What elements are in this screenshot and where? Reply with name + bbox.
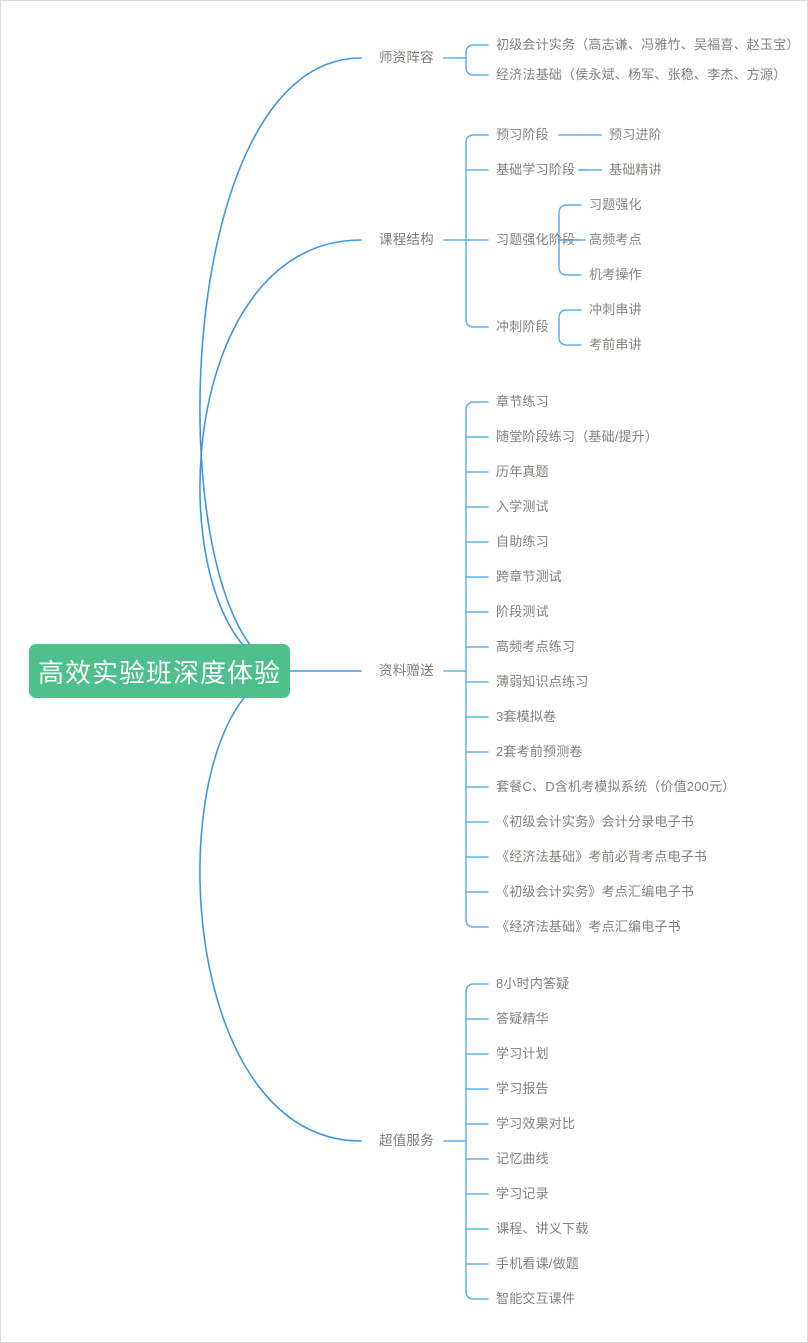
node-services-9[interactable]: 智能交互课件 [496, 1291, 576, 1306]
node-materials-10[interactable]: 2套考前预测卷 [496, 744, 583, 759]
node-teachers-0[interactable]: 初级会计实务（高志谦、冯雅竹、吴福喜、赵玉宝） [496, 37, 800, 52]
connector-line [199, 57, 362, 672]
node-materials-1[interactable]: 随堂阶段练习（基础/提升） [496, 429, 659, 444]
branch-label-teachers[interactable]: 师资阵容 [379, 50, 434, 65]
branch-label-materials[interactable]: 资料赠送 [379, 663, 434, 678]
connector-line [465, 401, 489, 928]
node-course-structure-3-1[interactable]: 考前串讲 [589, 337, 642, 352]
node-services-0[interactable]: 8小时内答疑 [496, 976, 570, 991]
node-course-structure-2-2[interactable]: 机考操作 [589, 267, 642, 282]
central-topic-node[interactable]: 高效实验班深度体验 [29, 644, 290, 698]
connector-line [558, 309, 582, 346]
node-materials-3[interactable]: 入学测试 [496, 499, 549, 514]
connector-line [465, 44, 489, 76]
node-services-8[interactable]: 手机看课/做题 [496, 1256, 580, 1271]
node-course-structure-0[interactable]: 预习阶段 [496, 127, 549, 142]
branch-label-course-structure[interactable]: 课程结构 [379, 232, 434, 247]
node-services-2[interactable]: 学习计划 [496, 1046, 549, 1061]
node-course-structure-2-0[interactable]: 习题强化 [589, 197, 642, 212]
node-materials-5[interactable]: 跨章节测试 [496, 569, 563, 584]
node-services-6[interactable]: 学习记录 [496, 1186, 549, 1201]
node-services-3[interactable]: 学习报告 [496, 1081, 549, 1096]
node-course-structure-2-1[interactable]: 高频考点 [589, 232, 642, 247]
node-services-5[interactable]: 记忆曲线 [496, 1151, 549, 1166]
connector-line [199, 239, 362, 672]
node-materials-6[interactable]: 阶段测试 [496, 604, 549, 619]
node-course-structure-1-0[interactable]: 基础精讲 [609, 162, 662, 177]
node-materials-9[interactable]: 3套模拟卷 [496, 709, 557, 724]
connector-line [199, 670, 362, 1142]
node-materials-8[interactable]: 薄弱知识点练习 [496, 674, 589, 689]
node-materials-15[interactable]: 《经济法基础》考点汇编电子书 [496, 919, 681, 934]
branch-label-services[interactable]: 超值服务 [379, 1133, 434, 1148]
central-topic-label: 高效实验班深度体验 [37, 657, 281, 688]
node-services-4[interactable]: 学习效果对比 [496, 1116, 576, 1131]
node-course-structure-1[interactable]: 基础学习阶段 [496, 162, 576, 177]
connector-line [465, 134, 489, 328]
node-materials-13[interactable]: 《经济法基础》考前必背考点电子书 [496, 849, 708, 864]
node-course-structure-3[interactable]: 冲刺阶段 [496, 319, 549, 334]
node-materials-11[interactable]: 套餐C、D含机考模拟系统（价值200元） [496, 779, 736, 794]
node-materials-12[interactable]: 《初级会计实务》会计分录电子书 [496, 814, 695, 829]
connector-line [465, 983, 489, 1300]
node-teachers-1[interactable]: 经济法基础（侯永斌、杨军、张稳、李杰、方源） [496, 67, 787, 82]
node-materials-14[interactable]: 《初级会计实务》考点汇编电子书 [496, 884, 695, 899]
node-materials-4[interactable]: 自助练习 [496, 534, 549, 549]
node-materials-7[interactable]: 高频考点练习 [496, 639, 576, 654]
node-course-structure-3-0[interactable]: 冲刺串讲 [589, 302, 642, 317]
node-services-7[interactable]: 课程、讲义下载 [496, 1221, 589, 1236]
node-services-1[interactable]: 答疑精华 [496, 1011, 549, 1026]
node-course-structure-0-0[interactable]: 预习进阶 [609, 127, 662, 142]
node-materials-2[interactable]: 历年真题 [496, 464, 549, 479]
node-course-structure-2[interactable]: 习题强化阶段 [496, 232, 576, 247]
node-materials-0[interactable]: 章节练习 [496, 394, 549, 409]
